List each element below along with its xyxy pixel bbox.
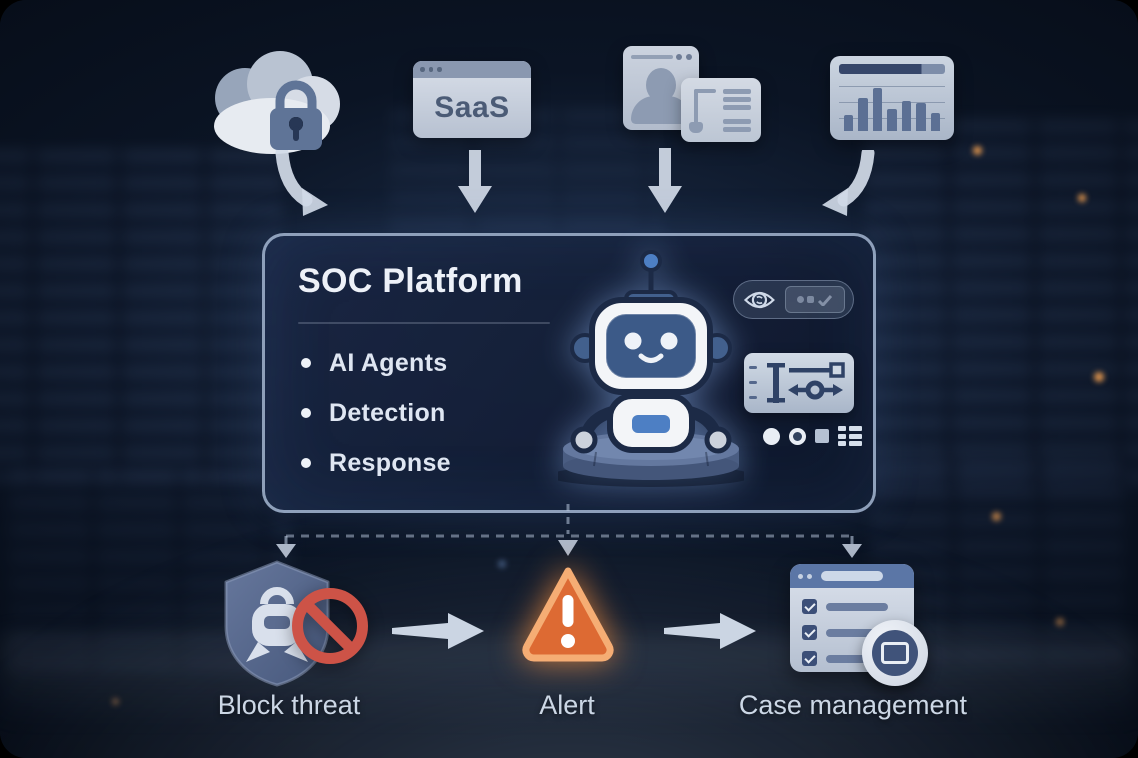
checklist-row xyxy=(802,625,914,640)
flow-arrow xyxy=(664,613,756,649)
dot-filled-icon xyxy=(763,427,780,445)
chart-bars xyxy=(844,77,940,131)
identity-cards-icon xyxy=(620,44,765,144)
grid-list-icon xyxy=(838,426,862,446)
chip-glyph xyxy=(796,296,804,303)
list-item: Detection xyxy=(301,388,451,438)
timeline-glyphs xyxy=(749,362,845,403)
square-icon xyxy=(815,429,829,443)
soc-platform-panel: SOC Platform AI Agents Detection Respons… xyxy=(262,233,876,513)
bg-glow-dot xyxy=(992,512,1001,521)
list-item: AI Agents xyxy=(301,338,451,388)
capability-label: AI Agents xyxy=(329,348,448,377)
case-management-label: Case management xyxy=(738,690,968,720)
case-checklist-icon xyxy=(790,564,928,686)
bg-glow-dot xyxy=(498,560,506,568)
checklist-row xyxy=(802,599,914,614)
chart-gridlines xyxy=(839,86,945,87)
bullet-dot xyxy=(301,458,311,468)
flow-arrow xyxy=(392,613,484,649)
case-badge-icon xyxy=(862,620,928,686)
bg-glow-dot xyxy=(1094,372,1104,382)
fanout-connector xyxy=(276,504,862,558)
capability-label: Detection xyxy=(329,398,446,427)
cloud-lock-icon xyxy=(214,51,340,154)
bg-glow-dot xyxy=(1078,194,1086,202)
panel-title: SOC Platform xyxy=(298,262,523,300)
saas-window-titlebar xyxy=(413,61,531,78)
analytics-window-icon xyxy=(830,56,954,140)
chart-header-bar xyxy=(839,64,945,74)
eye-icon xyxy=(743,291,775,308)
detail-card xyxy=(681,78,761,142)
control-dots-row xyxy=(763,426,862,446)
down-arrow xyxy=(648,148,682,213)
alert-label: Alert xyxy=(539,690,595,720)
robot-body-group xyxy=(570,250,732,454)
chip-glyph xyxy=(806,296,814,303)
bg-glow-dot xyxy=(1056,618,1064,626)
curved-down-arrow xyxy=(275,150,328,216)
saas-label: SaaS xyxy=(434,91,510,124)
saas-window-icon: SaaS xyxy=(413,61,531,138)
dot-ring-icon xyxy=(789,427,806,445)
case-panel-header xyxy=(790,564,914,588)
shield-block-icon xyxy=(224,560,330,687)
block-threat-label: Block threat xyxy=(217,690,361,720)
capability-label: Response xyxy=(329,448,451,477)
list-item: Response xyxy=(301,438,451,488)
capability-list: AI Agents Detection Response xyxy=(301,338,451,488)
curved-down-arrow xyxy=(822,150,875,216)
bullet-dot xyxy=(301,408,311,418)
bg-glow-dot xyxy=(112,698,119,705)
title-divider xyxy=(298,322,550,324)
down-arrow xyxy=(458,150,492,213)
check-glyph xyxy=(817,294,833,306)
status-chip xyxy=(784,286,845,313)
alert-triangle-icon xyxy=(522,567,614,662)
checkbox-checked-icon xyxy=(802,599,817,614)
prohibition-icon xyxy=(292,588,368,664)
checkbox-checked-icon xyxy=(802,625,817,640)
bullet-dot xyxy=(301,358,311,368)
bg-glow-dot xyxy=(973,146,982,155)
checkbox-checked-icon xyxy=(802,651,817,666)
monitoring-pill xyxy=(733,280,854,319)
timeline-card xyxy=(744,353,854,413)
robot-mascot xyxy=(558,250,744,487)
checklist-row xyxy=(802,651,914,666)
bug-lock-glyph xyxy=(246,587,308,662)
